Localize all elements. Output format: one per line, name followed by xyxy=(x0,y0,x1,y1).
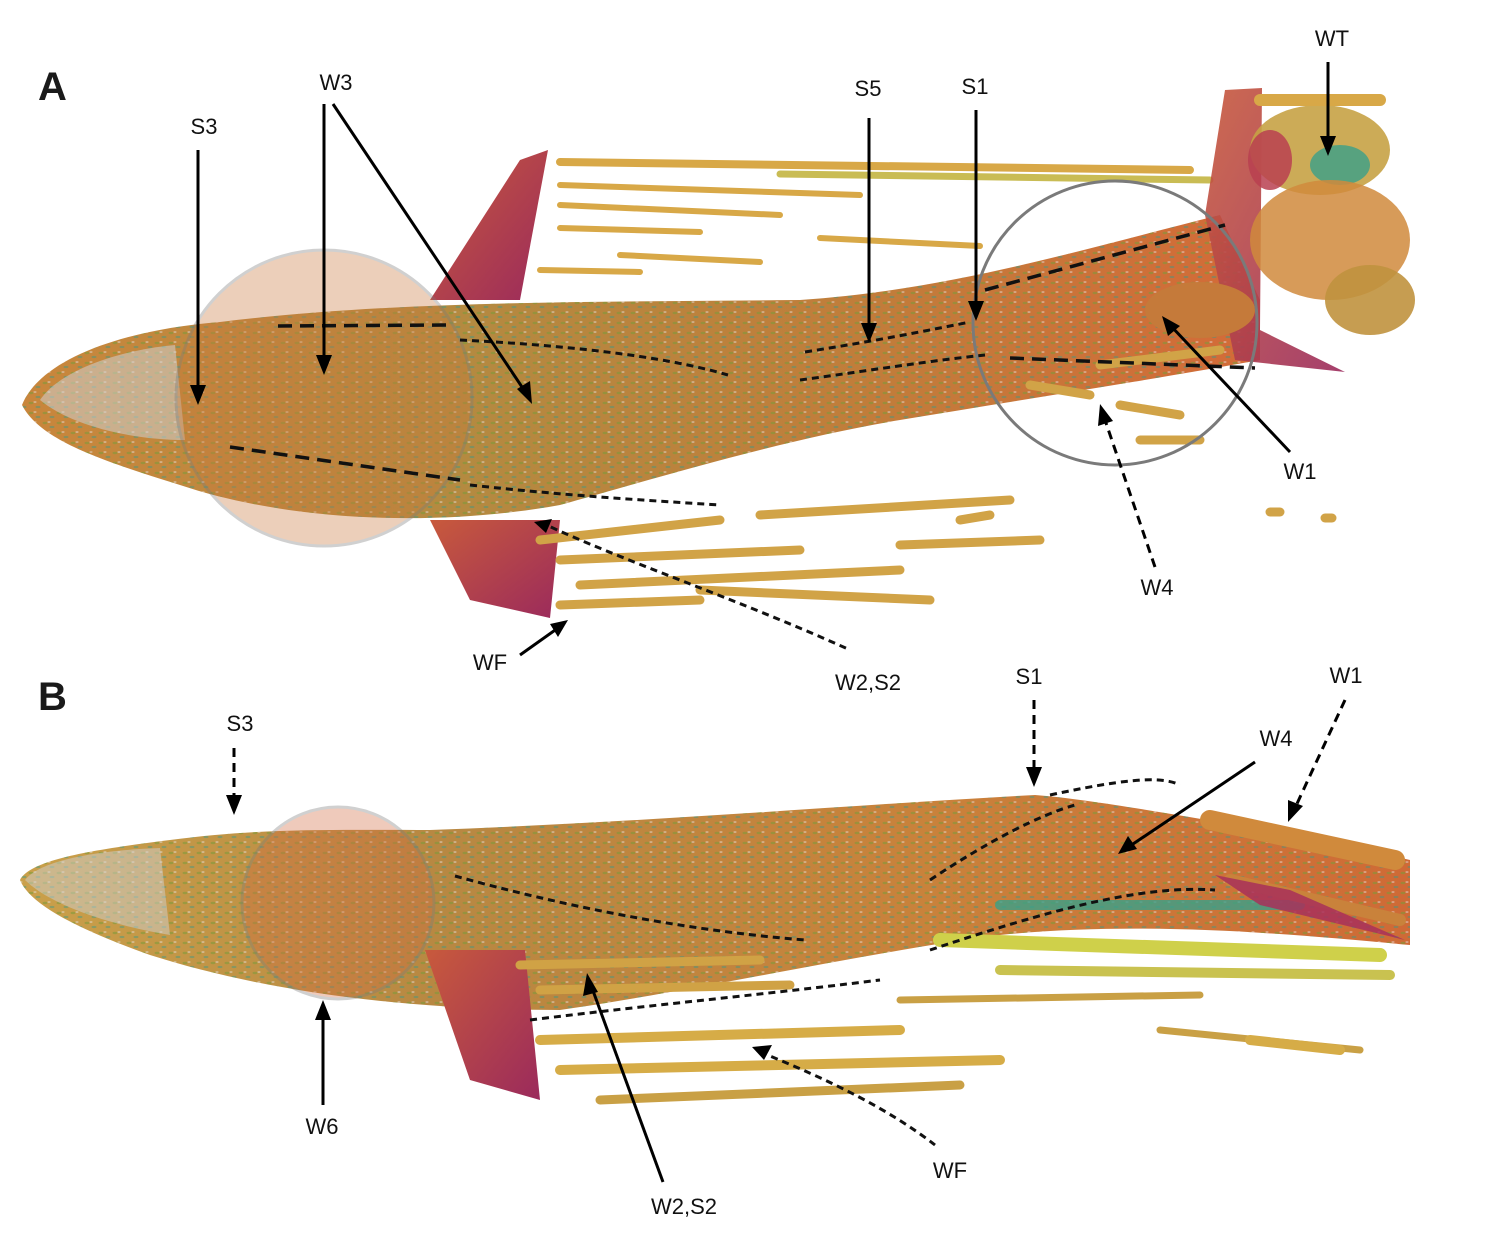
panel-b-label-w2s2: W2,S2 xyxy=(628,1184,750,1230)
panel-a-letter: A xyxy=(38,65,67,109)
panel-b-guide-5 xyxy=(529,978,881,1022)
panel-a-dorsal-fin xyxy=(430,150,548,300)
panel-a-label-w1: W1 xyxy=(1264,450,1346,494)
svg-text:W1: W1 xyxy=(1284,459,1317,484)
panel-b-label-w6: W6 xyxy=(292,1108,362,1148)
panel-b-guide-3 xyxy=(1049,778,1181,797)
panel-a-label-wf: WF xyxy=(460,644,524,684)
panel-b: B xyxy=(20,656,1410,1230)
panel-b-arrows xyxy=(226,699,1347,1183)
panel-b-letter: B xyxy=(38,675,67,719)
panel-a-body-texture xyxy=(22,215,1260,519)
panel-a-label-w3: W3 xyxy=(290,62,370,104)
svg-text:W1: W1 xyxy=(1330,663,1363,688)
panel-a-guide-8 xyxy=(1009,356,1256,370)
panel-a-guide-4 xyxy=(469,483,721,507)
svg-text:WF: WF xyxy=(933,1158,967,1183)
svg-text:WT: WT xyxy=(1315,26,1349,51)
svg-text:W2,S2: W2,S2 xyxy=(835,670,901,695)
panel-b-guide-1 xyxy=(454,874,806,942)
panel-b-label-w4: W4 xyxy=(1240,718,1322,760)
svg-text:S5: S5 xyxy=(855,76,882,101)
panel-b-label-s3: S3 xyxy=(212,706,270,746)
panel-b-pelvic-fin xyxy=(425,950,540,1100)
svg-text:W4: W4 xyxy=(1141,575,1174,600)
svg-text:W2,S2: W2,S2 xyxy=(651,1194,717,1219)
panel-a-label-s5: S5 xyxy=(832,68,904,112)
panel-a-guide-3 xyxy=(229,445,461,482)
panel-b-nose-patch xyxy=(25,848,170,935)
svg-text:W3: W3 xyxy=(320,70,353,95)
panel-a: A xyxy=(22,18,1415,706)
panel-a-guide-1 xyxy=(277,323,451,328)
panel-b-guide-2 xyxy=(929,803,1076,882)
svg-text:S1: S1 xyxy=(962,74,989,99)
panel-a-tail-wake xyxy=(1145,94,1415,338)
panel-a-label-wt: WT xyxy=(1298,18,1380,60)
svg-text:S1: S1 xyxy=(1016,664,1043,689)
panel-a-lower-vortex-streaks xyxy=(535,345,1337,610)
panel-b-body-texture xyxy=(20,795,1410,1010)
svg-text:S3: S3 xyxy=(191,114,218,139)
panel-a-guide-2 xyxy=(459,338,729,377)
panel-a-guide-5 xyxy=(804,320,971,354)
panel-b-label-w1: W1 xyxy=(1310,656,1386,698)
panel-a-upper-vortex-streaks xyxy=(537,158,1214,275)
panel-a-pelvic-fin xyxy=(430,520,560,618)
panel-a-guide-9 xyxy=(539,520,851,652)
svg-text:W6: W6 xyxy=(306,1114,339,1139)
panel-a-zoom-circle-tail xyxy=(971,179,1259,467)
svg-text:S3: S3 xyxy=(227,711,254,736)
panel-a-label-w2s2: W2,S2 xyxy=(810,660,938,706)
panel-b-guide-6 xyxy=(759,1050,936,1147)
panel-b-label-wf: WF xyxy=(914,1150,994,1194)
panel-b-zoom-circle-head xyxy=(240,805,436,1001)
panel-b-wake-streaks xyxy=(515,810,1406,1105)
panel-a-label-w4: W4 xyxy=(1118,567,1208,611)
panel-a-guide-7 xyxy=(984,223,1226,292)
panel-a-arrows xyxy=(190,62,1336,657)
panel-a-label-s1: S1 xyxy=(940,64,1018,108)
panel-b-label-s1: S1 xyxy=(1002,657,1062,699)
svg-text:W4: W4 xyxy=(1260,726,1293,751)
svg-text:WF: WF xyxy=(473,650,507,675)
panel-b-tail-fin xyxy=(1215,875,1405,940)
panel-a-nose-patch xyxy=(40,345,185,440)
panel-a-label-s3: S3 xyxy=(180,108,232,148)
